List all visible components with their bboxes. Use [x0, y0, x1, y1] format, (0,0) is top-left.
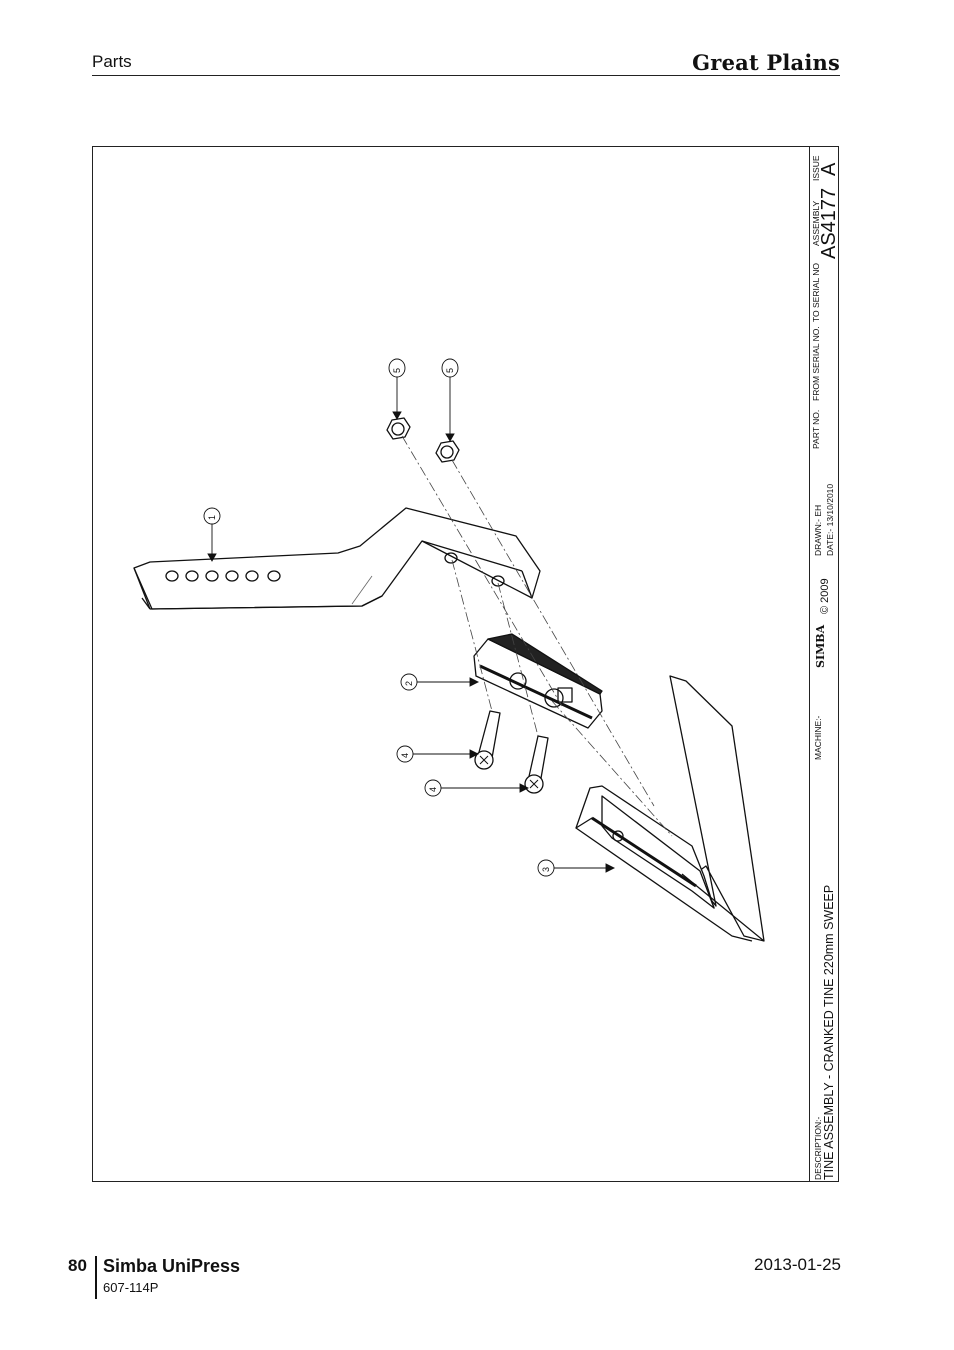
balloon-3-icon — [537, 859, 555, 877]
from-serial-label: FROM SERIAL NO. — [811, 326, 821, 401]
balloon-5b-icon — [441, 358, 459, 378]
balloon-1-icon — [203, 507, 221, 525]
balloon-label-5a: 5 — [392, 367, 402, 373]
manual-title: Simba UniPress — [103, 1256, 241, 1276]
header-rule — [92, 75, 840, 76]
date-label: DATE:- 13/10/2010 — [825, 483, 835, 556]
balloon-4a-icon — [396, 745, 414, 763]
to-serial-label: TO SERIAL NO — [811, 262, 821, 322]
part-no-label: PART NO. — [811, 409, 821, 449]
machine-label: MACHINE:- — [813, 715, 823, 760]
balloon-4b-icon — [424, 779, 442, 797]
balloon-label-2: 2 — [404, 680, 414, 686]
drawing-frame — [92, 146, 839, 1182]
balloon-leaders — [207, 377, 616, 873]
simba-logo-text: SIMBA — [814, 624, 827, 668]
exploded-parts-drawing — [133, 183, 810, 942]
cranked-tine-shank-icon — [133, 507, 541, 610]
balloon-label-1: 1 — [207, 514, 217, 520]
brand-logo: Great Plains — [692, 50, 840, 75]
footer-divider — [95, 1256, 97, 1299]
manual-part-number: 607-114P — [103, 1280, 159, 1295]
sweep-share-icon — [575, 675, 765, 942]
balloon-label-4a: 4 — [400, 752, 410, 758]
balloon-label-5b: 5 — [445, 367, 455, 373]
balloon-label-4b: 4 — [428, 786, 438, 792]
assembly-center-lines — [401, 435, 673, 837]
publication-date: 2013-01-25 — [754, 1255, 841, 1274]
page-number: 80 — [68, 1256, 87, 1275]
title-block-divider — [809, 147, 810, 1181]
balloon-2-icon — [400, 673, 418, 691]
balloon-label-3: 3 — [541, 866, 551, 872]
balloon-5a-icon — [388, 358, 406, 378]
header-section-label: Parts — [92, 52, 132, 71]
clamp-bracket-icon — [473, 633, 603, 729]
hex-nut-icon — [386, 417, 460, 463]
assembly-value: AS4177 — [818, 187, 840, 259]
drawn-label: DRAWN:- EH — [813, 504, 823, 556]
issue-value: A — [818, 162, 840, 176]
copyright-text: © 2009 — [819, 578, 831, 614]
description-value: TINE ASSEMBLY - CRANKED TINE 220mm SWEEP — [822, 884, 836, 1180]
bolt-icon — [474, 710, 549, 794]
